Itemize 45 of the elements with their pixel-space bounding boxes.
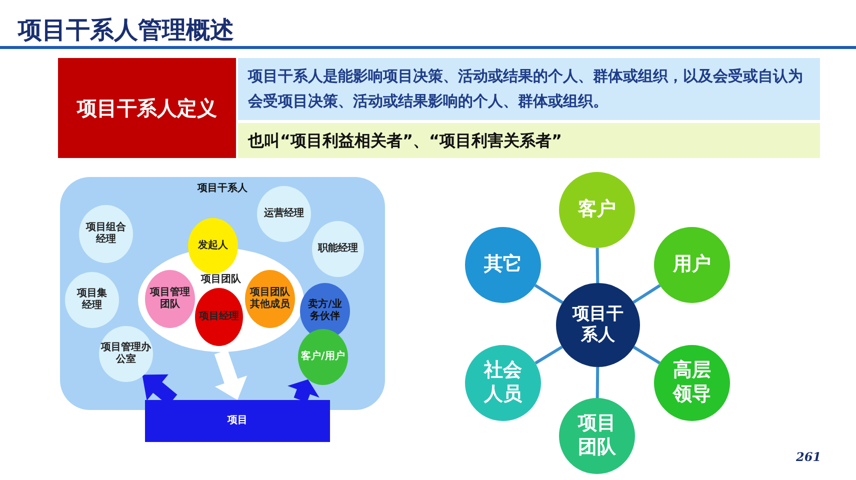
node-label: 项目团队其他成员 xyxy=(249,286,291,312)
connector-line xyxy=(632,346,660,364)
stakeholder-panel xyxy=(60,177,385,410)
connector-line xyxy=(596,366,600,398)
definition-box xyxy=(238,58,820,120)
team-title: 项目团队 xyxy=(201,274,241,286)
circle-node xyxy=(195,288,243,346)
node-label: 用户 xyxy=(672,253,712,277)
node-label: 运营经理 xyxy=(263,208,305,220)
node-label: 项目组合经理 xyxy=(85,222,127,246)
node-label: 项目管理办公室 xyxy=(100,342,152,366)
block-arrow xyxy=(214,350,248,400)
connector-line xyxy=(534,346,563,364)
term-box xyxy=(58,58,236,158)
node-label: 卖方/业务伙伴 xyxy=(307,298,343,324)
connector-line xyxy=(632,284,661,304)
page-number: 261 xyxy=(796,450,822,464)
node-label: 项目集经理 xyxy=(76,288,108,312)
alias-text: 也叫“项目利益相关者”、“项目利害关系者” xyxy=(248,130,562,152)
panel-title: 项目干系人 xyxy=(198,183,248,196)
term-text: 项目干系人定义 xyxy=(77,96,217,120)
node-label: 客户/用户 xyxy=(300,350,346,364)
node-label: 项目团队 xyxy=(576,412,617,460)
project-text: 项目 xyxy=(228,414,248,428)
definition-text: 项目干系人是能影响项目决策、活动或结果的个人、群体或组织，以及会受或自认为会受项目决策、活动或结果影响的个人、群体或组织。 xyxy=(248,66,804,112)
node-label: 项目管理团队 xyxy=(149,286,191,312)
node-label: 客户 xyxy=(576,198,617,222)
alias-box xyxy=(238,123,820,158)
project-bar xyxy=(145,400,330,442)
circle-node xyxy=(99,326,153,382)
slide-title: 项目干系人管理概述 xyxy=(18,15,234,46)
node-label: 项目干系人 xyxy=(571,304,624,346)
circle-node xyxy=(145,270,195,328)
circle-node xyxy=(245,270,295,328)
node-label: 发起人 xyxy=(196,240,229,252)
circle-node xyxy=(298,329,348,385)
node-label: 职能经理 xyxy=(316,242,359,256)
circle-node xyxy=(188,218,238,274)
connector-line xyxy=(596,248,600,284)
block-arrow xyxy=(288,379,320,402)
node-label: 高层领导 xyxy=(672,359,712,407)
connector-line xyxy=(534,284,564,304)
node-label: 其它 xyxy=(483,253,523,277)
node-label: 项目经理 xyxy=(198,310,240,324)
node-label: 社会人员 xyxy=(482,359,523,407)
